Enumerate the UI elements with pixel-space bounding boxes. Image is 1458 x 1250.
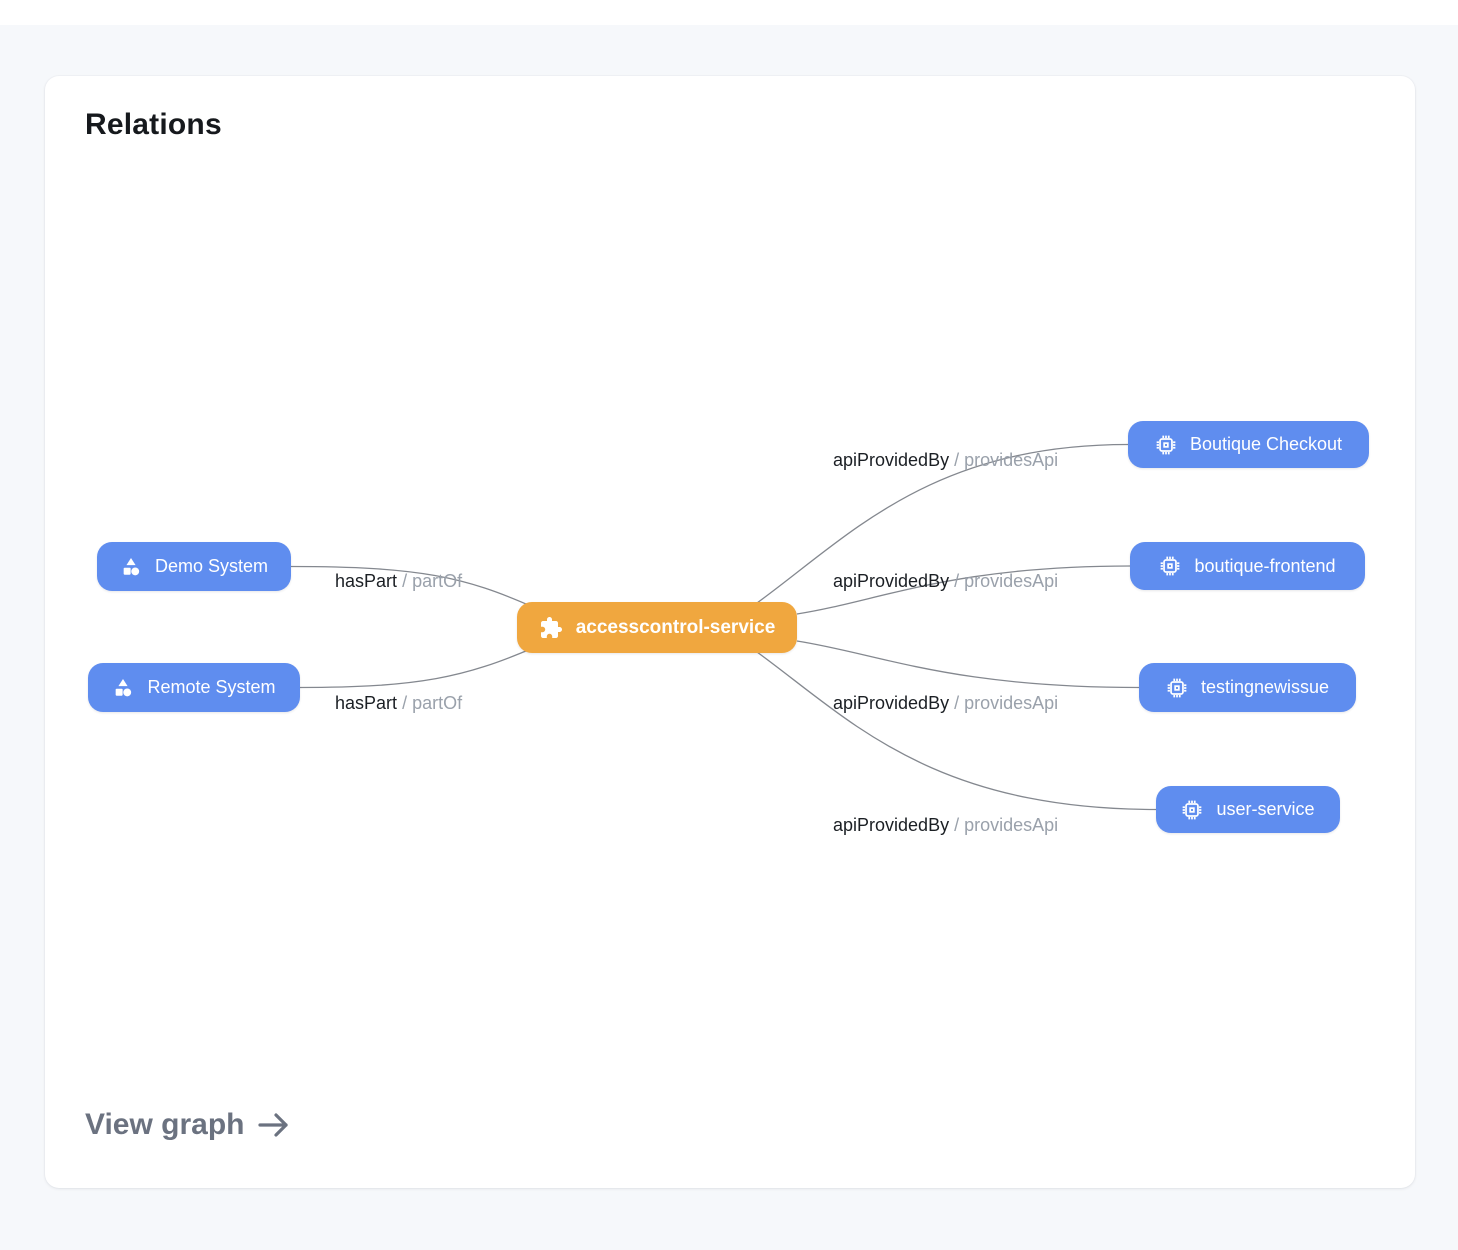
node-remote-system[interactable]: Remote System: [88, 663, 300, 712]
edge-label-primary: apiProvidedBy: [833, 450, 950, 470]
node-label: testingnewissue: [1200, 677, 1330, 697]
edge-label-primary: apiProvidedBy: [833, 693, 950, 713]
node-label: Remote System: [147, 677, 276, 697]
edge-label-api-boutique-checkout: apiProvidedBy / providesApi: [833, 450, 1058, 471]
edge-label-primary: apiProvidedBy: [833, 571, 950, 591]
edge-label-secondary: / partOf: [402, 693, 463, 713]
system-shapes-icon: [120, 556, 142, 578]
view-graph-label: View graph: [85, 1108, 245, 1141]
node-label: user-service: [1216, 799, 1315, 819]
node-label: Boutique Checkout: [1189, 434, 1343, 454]
node-boutique-checkout[interactable]: Boutique Checkout: [1128, 421, 1369, 468]
node-label: boutique-frontend: [1194, 555, 1336, 576]
puzzle-icon: [539, 616, 563, 640]
edge-label-primary: apiProvidedBy: [833, 815, 950, 835]
view-graph-link[interactable]: View graph: [85, 1108, 291, 1142]
arrow-right-icon: [257, 1113, 288, 1137]
node-demo-system[interactable]: Demo System: [97, 542, 291, 591]
edge-label-secondary: / partOf: [402, 571, 463, 591]
node-accesscontrol-service[interactable]: accesscontrol-service: [517, 602, 797, 653]
edge-label-api-testingnewissue: apiProvidedBy / providesApi: [833, 693, 1058, 714]
system-shapes-icon: [112, 677, 134, 699]
edge-label-haspart-remote: hasPart / partOf: [335, 693, 462, 714]
node-label: accesscontrol-service: [575, 616, 776, 638]
node-testingnewissue[interactable]: testingnewissue: [1139, 663, 1356, 712]
edge-label-api-boutique-frontend: apiProvidedBy / providesApi: [833, 571, 1058, 592]
node-user-service[interactable]: user-service: [1156, 786, 1340, 833]
api-chip-icon: [1155, 434, 1177, 456]
edge-label-primary: hasPart: [335, 571, 398, 591]
node-boutique-frontend[interactable]: boutique-frontend: [1130, 542, 1365, 590]
api-chip-icon: [1166, 677, 1188, 699]
edge-label-api-user-service: apiProvidedBy / providesApi: [833, 815, 1058, 836]
edge-label-haspart-demo: hasPart / partOf: [335, 571, 462, 592]
edge-label-secondary: / providesApi: [954, 571, 1059, 591]
edge-label-secondary: / providesApi: [954, 450, 1059, 470]
api-chip-icon: [1181, 799, 1203, 821]
node-label: Demo System: [154, 556, 269, 576]
card-title: Relations: [85, 108, 222, 141]
edge-label-secondary: / providesApi: [954, 815, 1059, 835]
edge-label-secondary: / providesApi: [954, 693, 1059, 713]
api-chip-icon: [1159, 555, 1181, 577]
edge-label-primary: hasPart: [335, 693, 398, 713]
